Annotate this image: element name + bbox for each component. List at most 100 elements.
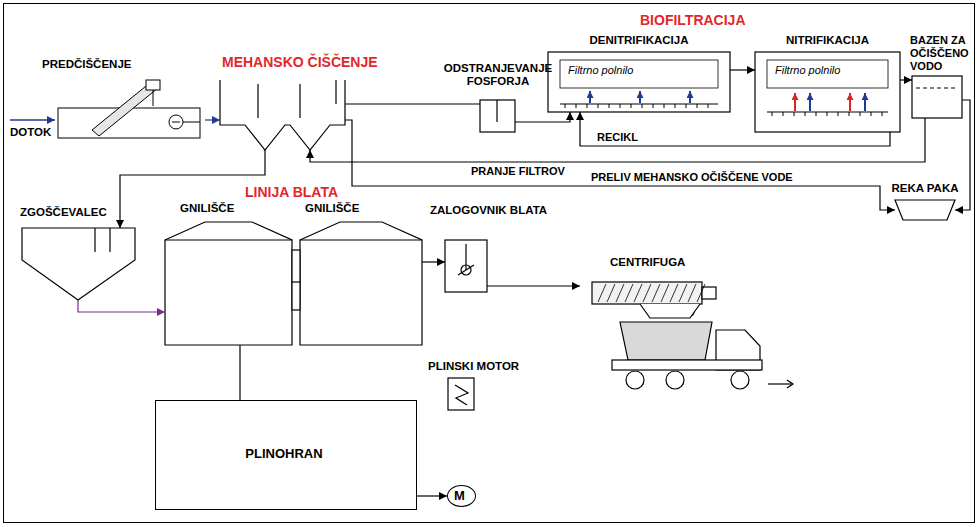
pipe-connector — [292, 281, 300, 282]
inflow-arrow — [10, 119, 55, 121]
centrifuge-truck — [607, 284, 615, 302]
pipe-connector — [239, 345, 240, 400]
gas-engine-icon — [448, 378, 474, 410]
centrifuge-truck — [643, 284, 651, 302]
pipe-connector — [78, 300, 165, 312]
digester — [300, 239, 422, 240]
centrifuge-truck — [731, 371, 749, 389]
motor-circle: M — [447, 485, 476, 507]
unit-label: PREDČIŠČENJE — [42, 58, 131, 71]
screen-unit — [146, 80, 160, 90]
denitrification-filter — [639, 91, 641, 103]
screen-unit — [172, 122, 180, 123]
digester — [165, 222, 292, 345]
unit-label: GNILIŠČE — [305, 202, 359, 215]
screen-unit — [58, 108, 200, 138]
nitrification-filter — [849, 93, 851, 111]
process-box: PLINOHRAN — [155, 400, 417, 510]
denitrification-filter — [589, 91, 591, 103]
unit-label: NITRIFIKACIJA — [755, 34, 900, 47]
unit-label: MEHANSKO ČIŠČENJE — [222, 54, 378, 70]
nozzle-row — [565, 104, 882, 116]
nozzle-row — [794, 112, 795, 116]
nitrification-filter — [809, 93, 811, 111]
screen-unit — [169, 115, 183, 129]
denitrification-filter — [689, 91, 691, 103]
denitrification-filter — [548, 52, 730, 112]
nozzle-row — [587, 104, 588, 108]
pipe-connector — [120, 150, 265, 228]
centrifuge-truck — [625, 284, 633, 302]
centrifuge-truck — [670, 284, 678, 302]
nozzle-row — [838, 112, 839, 116]
screen-unit — [183, 122, 200, 123]
centrifuge-truck — [612, 360, 762, 370]
frame — [4, 4, 975, 523]
pipe-connector — [422, 261, 445, 262]
centrifuge-truck — [679, 284, 687, 302]
phosphorus-tank — [496, 100, 497, 122]
plant-unit: ZGOŠČEVALEC — [22, 228, 135, 300]
gas-engine-icon — [455, 385, 468, 405]
thickener — [22, 228, 135, 300]
nitrification-filter — [767, 60, 888, 88]
centrifuge-truck — [592, 282, 793, 389]
unit-label: ODSTRANJEVANJE FOSFORJA — [428, 62, 568, 88]
nozzle-row — [642, 104, 643, 108]
clean-water-basin — [912, 76, 962, 118]
pipe-connector — [345, 103, 480, 104]
plant-unit: GNILIŠČE — [165, 222, 292, 345]
plant-unit: ODSTRANJEVANJE FOSFORJA — [480, 100, 515, 132]
digester — [292, 250, 300, 310]
screen-unit — [58, 80, 200, 138]
mechanical-tank — [220, 80, 345, 150]
centrifuge-truck — [688, 284, 696, 302]
nozzle-row — [708, 104, 709, 108]
pipe-connector — [730, 69, 755, 70]
denitrification-filter — [560, 103, 718, 104]
phosphorus-tank — [480, 100, 515, 132]
gas-engine-icon — [448, 378, 474, 410]
nozzle-row — [686, 104, 687, 108]
phosphorus-tank — [480, 100, 515, 132]
pipe-connector — [515, 112, 570, 122]
unit-label: CENTRIFUGA — [610, 256, 685, 269]
nozzle-row — [783, 112, 784, 116]
denitrification-filter — [548, 52, 730, 112]
flow-label: DOTOK — [10, 126, 51, 139]
nozzle-row — [675, 104, 676, 108]
plant-unit: GNILIŠČE — [300, 222, 422, 345]
thickener — [109, 228, 110, 252]
pipe-connector — [487, 285, 580, 286]
nitrification-filter — [794, 93, 796, 111]
sludge-storage — [465, 244, 466, 270]
sludge-storage — [445, 240, 487, 292]
thickener — [94, 228, 95, 252]
plant-unit: CENTRIFUGA — [580, 276, 800, 400]
section-title: BIOFILTRACIJA — [640, 12, 746, 28]
centrifuge-truck — [666, 371, 684, 389]
river-symbol — [895, 200, 955, 220]
pipe-label: PRANJE FILTROV — [470, 165, 566, 177]
nitrification-filter — [864, 93, 866, 111]
nozzle-row — [653, 104, 654, 108]
pipe-connector — [900, 79, 912, 80]
media-label: Filtrno polnilo — [568, 64, 633, 77]
unit-label: M — [448, 489, 471, 502]
centrifuge-truck — [598, 284, 606, 302]
unit-label: GNILIŠČE — [180, 202, 234, 215]
pipe-label: PRELIV MEHANSKO OČIŠČENE VODE — [590, 171, 794, 183]
plant-unit: PLINSKI MOTOR — [448, 378, 474, 410]
plant-unit: REKA PAKA — [895, 200, 955, 220]
nozzle-row — [565, 104, 566, 108]
sludge-storage — [445, 240, 487, 292]
digester — [300, 222, 422, 345]
plant-unit: NITRIFIKACIJAFiltrno polnilo — [755, 52, 900, 132]
unit-label: ZALOGOVNIK BLATA — [430, 204, 547, 217]
centrifuge-truck — [640, 304, 700, 318]
nozzle-row — [816, 112, 817, 116]
nozzle-row — [576, 104, 577, 108]
centrifuge-truck — [634, 284, 642, 302]
plant-unit: BAZEN ZA OČIŠČENO VODO — [912, 76, 962, 118]
plant-unit: ZALOGOVNIK BLATA — [445, 240, 487, 292]
